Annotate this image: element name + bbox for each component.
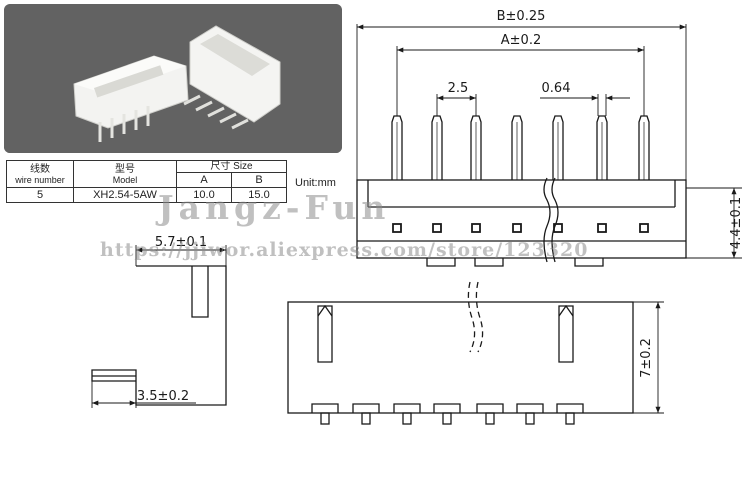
col-wire-number-en: wire number [15, 174, 65, 185]
connector-photo-right [183, 25, 281, 130]
bottom-pin [402, 412, 412, 425]
front-pin [596, 115, 608, 180]
dim-pitch-label: 2.5 [448, 81, 469, 96]
bottom-pin [485, 412, 495, 425]
front-bottom-notches [426, 258, 604, 267]
side-view [91, 265, 227, 406]
bottom-pin [320, 412, 330, 425]
bottom-pin-rib [476, 403, 504, 413]
bottom-pin-rib [311, 403, 339, 413]
bottom-pin-rib [516, 403, 544, 413]
break-line-front [543, 177, 551, 263]
col-model-header: 型号 Model [73, 160, 177, 188]
bottom-pin [361, 412, 371, 425]
front-pins [391, 115, 650, 233]
dim-pin-label: 0.64 [542, 81, 571, 96]
watermark-brand: Jangz-Fun [158, 188, 391, 227]
bottom-boss-tips [317, 304, 574, 317]
bottom-pin [525, 412, 535, 425]
col-model-cn: 型号 [115, 163, 135, 175]
cell-b: 15.0 [231, 187, 287, 203]
spec-table: 线数 wire number 型号 Model 尺寸 Size A B 5 XH… [6, 160, 287, 203]
front-pin-hole [392, 223, 402, 233]
dim-b-label: B±0.25 [497, 9, 546, 24]
front-pin-hole [512, 223, 522, 233]
front-pin-hole [597, 223, 607, 233]
bottom-pin-rib [433, 403, 461, 413]
bottom-pin-rib [352, 403, 380, 413]
col-model-en: Model [112, 174, 138, 185]
cell-model: XH2.54-5AW [73, 187, 177, 203]
dimension-lines [91, 24, 742, 414]
table-row: 5 XH2.54-5AW 10.0 15.0 [6, 187, 287, 203]
bottom-view [287, 281, 634, 425]
bottom-pins [311, 403, 584, 425]
col-size-en: Size [233, 161, 253, 172]
dim-height-top-label: 4.4±0.1 [729, 197, 744, 249]
bottom-pin [565, 412, 575, 425]
front-pin-hole [471, 223, 481, 233]
front-pin [552, 115, 564, 180]
cell-a: 10.0 [176, 187, 232, 203]
dim-a-label: A±0.2 [501, 33, 541, 48]
front-pin [511, 115, 523, 180]
col-wire-number-cn: 线数 [30, 163, 50, 175]
front-pin-hole [432, 223, 442, 233]
product-photo [4, 4, 342, 153]
bottom-pin [442, 412, 452, 425]
unit-label: Unit:mm [295, 177, 336, 189]
bottom-boss-left [317, 305, 333, 363]
break-line-front-2 [551, 177, 559, 263]
dim-side-width-label: 5.7±0.1 [155, 235, 207, 250]
dim-side-pin-label: 3.5±0.2 [137, 389, 189, 404]
break-line-bottom-2 [475, 281, 484, 353]
side-slot [191, 266, 209, 318]
front-pin-hole [639, 223, 649, 233]
bottom-pin-rib [393, 403, 421, 413]
bottom-body-outline [287, 301, 634, 414]
col-size-cn: 尺寸 [210, 161, 231, 172]
bottom-pin-rib [556, 403, 584, 413]
watermark-url: https://jjiwor.aliexpress.com/store/1233… [100, 239, 589, 261]
dim-height-bottom-label: 7±0.2 [639, 338, 654, 378]
bottom-boss-right [558, 305, 574, 363]
break-line-bottom [467, 281, 476, 353]
connector-photo-left [73, 55, 189, 142]
side-body-outline [91, 265, 227, 406]
